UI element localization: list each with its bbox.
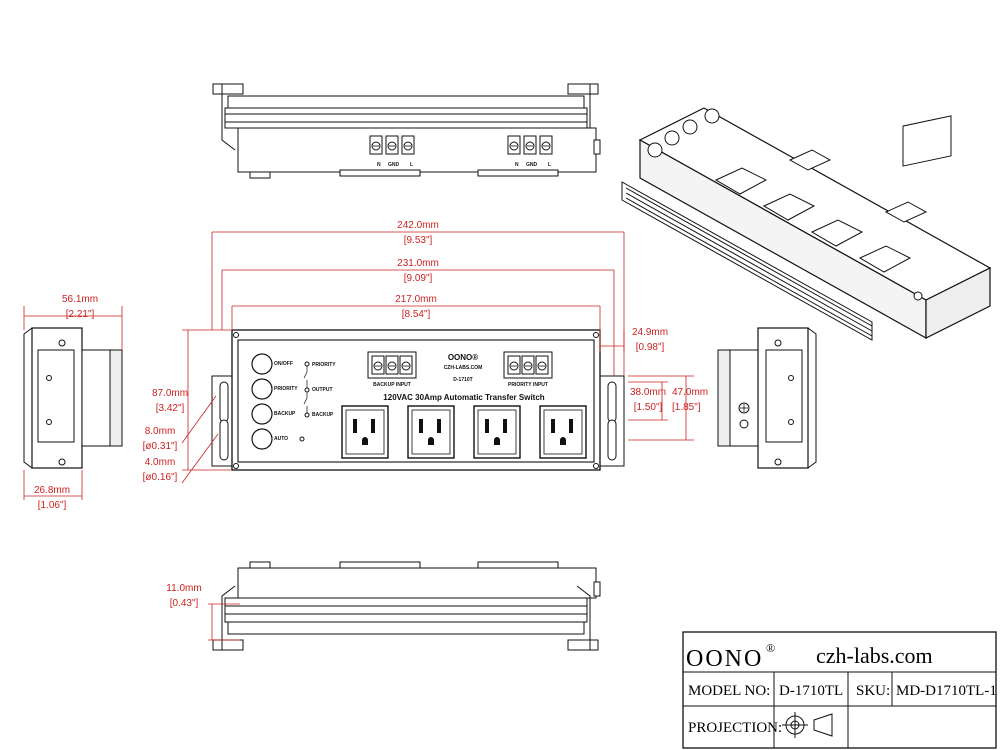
dim-depth-mm: 56.1mm — [62, 294, 98, 305]
dim-bracket-width-mm: 24.9mm — [632, 327, 668, 338]
title-block — [682, 631, 997, 749]
title-website: czh-labs.com — [816, 643, 933, 668]
dim-body-width-in: [8.54"] — [402, 309, 431, 320]
dim-mount-width-mm: 231.0mm — [397, 258, 439, 269]
tb1-l: L — [410, 162, 413, 168]
btn-backup-label: BACKUP — [274, 411, 296, 417]
dim-slot-width-mm: 8.0mm — [145, 426, 176, 437]
panel-brand: OONO® — [448, 353, 478, 362]
btn-onoff-label: ON/OFF — [274, 361, 293, 367]
sku-value: MD-D1710TL-1 — [896, 683, 997, 699]
dim-slot-spacing-mm: 38.0mm — [630, 387, 666, 398]
dim-flange-height-mm: 11.0mm — [166, 583, 201, 594]
title-brand: OONO — [686, 646, 763, 672]
dim-bracket-width-in: [0.98"] — [636, 342, 665, 353]
dim-body-width-mm: 217.0mm — [395, 294, 437, 305]
projection-symbol-icon — [782, 712, 833, 738]
dim-slot-spacing-in: [1.50"] — [634, 402, 663, 413]
dim-depth-in: [2.21"] — [66, 309, 95, 320]
ind-output-label: OUTPUT — [312, 387, 333, 393]
dim-height-mm: 87.0mm — [152, 388, 188, 399]
panel-caption: 120VAC 30Amp Automatic Transfer Switch — [383, 393, 544, 402]
front-view: ON/OFF PRIORITY BACKUP AUTO PRIORITY OUT… — [211, 329, 625, 471]
dim-height-in: [3.42"] — [156, 403, 185, 414]
left-side-view — [23, 327, 123, 469]
dim-overall-width-in: [9.53"] — [404, 235, 433, 246]
ind-backup-label: BACKUP — [312, 412, 334, 418]
outlet-3 — [473, 405, 521, 459]
backup-input-label: BACKUP INPUT — [373, 382, 411, 388]
dim-slot-width-in: [ø0.31"] — [143, 441, 178, 452]
right-side-view — [717, 327, 817, 469]
bottom-view — [212, 561, 601, 651]
model-label: MODEL NO: — [688, 683, 770, 699]
dim-bracket-height-in: [1.85"] — [672, 402, 701, 413]
outlet-4 — [539, 405, 587, 459]
top-view: N GND L N GND L — [212, 83, 601, 179]
model-value: D-1710TL — [779, 683, 843, 699]
dim-hole-dia-mm: 4.0mm — [145, 457, 176, 468]
tb2-n: N — [515, 162, 519, 168]
dim-flange-height-in: [0.43"] — [170, 598, 199, 609]
dim-overall-width-mm: 242.0mm — [397, 220, 439, 231]
outlet-1 — [341, 405, 389, 459]
ind-priority-label: PRIORITY — [312, 362, 336, 368]
outlet-2 — [407, 405, 455, 459]
sku-label: SKU: — [856, 683, 890, 699]
dim-bracket-height-mm: 47.0mm — [672, 387, 708, 398]
dim-hole-dia-in: [ø0.16"] — [143, 472, 178, 483]
panel-website: CZH-LABS.COM — [444, 365, 483, 371]
dim-side-offset-mm: 26.8mm — [34, 485, 70, 496]
tb2-gnd: GND — [526, 162, 538, 168]
panel-model: D-1710T — [453, 377, 472, 383]
isometric-view — [621, 107, 992, 341]
dim-side-offset-in: [1.06"] — [38, 500, 67, 511]
tb1-n: N — [377, 162, 381, 168]
title-reg: ® — [766, 641, 775, 655]
btn-auto-label: AUTO — [274, 436, 288, 442]
priority-input-label: PRIORITY INPUT — [508, 382, 548, 388]
projection-label: PROJECTION: — [688, 720, 782, 736]
dim-mount-width-in: [9.09"] — [404, 273, 433, 284]
dimension-lines — [23, 231, 694, 641]
tb2-l: L — [548, 162, 551, 168]
tb1-gnd: GND — [388, 162, 400, 168]
btn-priority-label: PRIORITY — [274, 386, 298, 392]
